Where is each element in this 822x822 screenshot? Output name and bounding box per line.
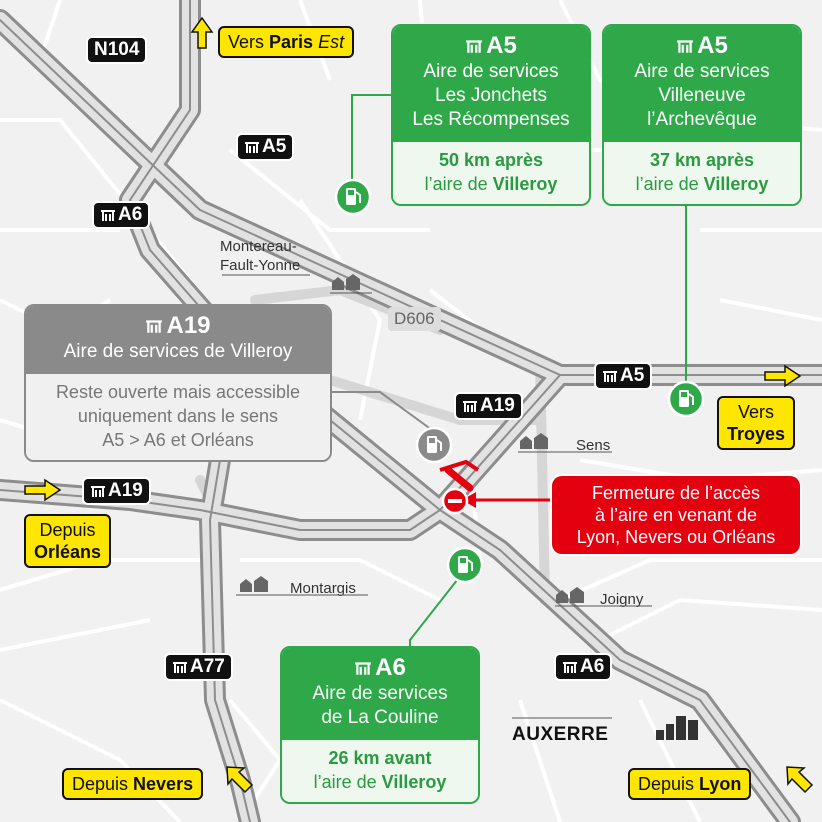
card-villeroy: A19 Aire de services de Villeroy Reste o…: [24, 304, 332, 462]
a5-shield-top: A5: [238, 135, 293, 159]
direction-troyes: Vers Troyes: [717, 396, 796, 450]
motorway-icon: [146, 320, 163, 333]
card-couline: A6 Aire de services de La Couline 26 km …: [280, 646, 480, 804]
paris-name: Paris: [269, 32, 314, 52]
town-sens: Sens: [576, 437, 611, 454]
motorway-icon: [677, 40, 694, 53]
villeneuve-ref: Villeroy: [703, 174, 769, 194]
jonchets-name-2: Les Jonchets: [435, 85, 547, 106]
direction-paris: Vers Paris Est: [218, 26, 355, 58]
closure-callout: Fermeture de l’accès à l’aire en venant …: [552, 476, 800, 554]
jonchets-name-1: Aire de services: [423, 61, 559, 82]
a6-shield-bottom: A6: [556, 655, 611, 679]
city-auxerre: AUXERRE: [512, 724, 609, 745]
a5-right-label: A5: [620, 365, 645, 386]
motorway-icon: [466, 40, 483, 53]
troyes-name: Troyes: [727, 424, 786, 444]
motorway-icon: [245, 142, 259, 153]
couline-road: A6: [375, 654, 406, 681]
villeneuve-name-2: Villeneuve: [658, 85, 746, 106]
couline-name-2: de La Couline: [321, 707, 439, 728]
town-montereau-1: Montereau-: [220, 238, 297, 255]
villeneuve-name-3: l’Archevêque: [647, 109, 757, 130]
couline-name-1: Aire de services: [312, 683, 448, 704]
villeroy-info-1: Reste ouverte mais accessible: [55, 382, 301, 402]
villeroy-info-2: uniquement dans le sens: [77, 406, 279, 426]
motorway-icon: [101, 210, 115, 221]
fuel-station-icon: [334, 178, 372, 216]
motorway-icon: [563, 662, 577, 673]
a77-shield: A77: [166, 655, 231, 679]
villeroy-info-3: A5 > A6 et Orléans: [102, 430, 254, 450]
fuel-station-icon: [446, 546, 484, 584]
villeneuve-name-1: Aire de services: [634, 61, 770, 82]
motorway-icon: [355, 662, 372, 675]
town-montereau-2: Fault-Yonne: [220, 257, 301, 274]
fuel-station-icon: [415, 426, 453, 464]
villeroy-road: A19: [166, 312, 211, 339]
villeneuve-distance: 37 km après: [649, 150, 755, 170]
a19-shield-center: A19: [456, 394, 521, 418]
jonchets-road: A5: [486, 32, 517, 59]
nevers-name: Nevers: [133, 774, 194, 794]
direction-lyon: Depuis Lyon: [628, 768, 752, 800]
lyon-name: Lyon: [699, 774, 742, 794]
troyes-prefix: Vers: [738, 402, 775, 422]
a6-bottom-label: A6: [580, 656, 605, 677]
card-jonchets: A5 Aire de services Les Jonchets Les Réc…: [391, 24, 591, 206]
jonchets-name-3: Les Récompenses: [412, 109, 570, 130]
town-montargis: Montargis: [290, 580, 356, 597]
couline-ref: Villeroy: [381, 772, 447, 792]
a6-shield-left: A6: [94, 203, 149, 227]
town-joigny: Joigny: [600, 591, 644, 608]
paris-suffix: Est: [313, 32, 345, 52]
n104-shield: N104: [88, 38, 146, 62]
lyon-prefix: Depuis: [638, 774, 700, 794]
a5-top-label: A5: [262, 136, 287, 157]
a5-shield-right: A5: [596, 364, 651, 388]
couline-distance: 26 km avant: [328, 748, 432, 768]
a77-label: A77: [190, 656, 225, 677]
motorway-icon: [463, 401, 477, 412]
fuel-station-icon: [667, 380, 705, 418]
n104-label: N104: [94, 39, 140, 60]
motorway-icon: [173, 662, 187, 673]
a19-center-label: A19: [480, 395, 515, 416]
jonchets-distance: 50 km après: [438, 150, 544, 170]
orleans-name: Orléans: [34, 542, 102, 562]
closure-line-1: Fermeture de l’accès: [591, 483, 761, 503]
jonchets-ref: Villeroy: [492, 174, 558, 194]
villeneuve-road: A5: [697, 32, 728, 59]
direction-nevers: Depuis Nevers: [62, 768, 204, 800]
d606-label: D606: [388, 307, 441, 331]
villeroy-name: Aire de services de Villeroy: [63, 341, 293, 362]
paris-prefix: Vers: [228, 32, 270, 52]
closure-line-3: Lyon, Nevers ou Orléans: [576, 527, 776, 547]
no-entry-icon: [441, 487, 469, 515]
couline-ref-prefix: l’aire de: [313, 772, 382, 792]
a19-shield-left: A19: [84, 479, 149, 503]
nevers-prefix: Depuis: [72, 774, 134, 794]
motorway-icon: [91, 486, 105, 497]
orleans-prefix: Depuis: [39, 520, 96, 540]
a6-left-label: A6: [118, 204, 143, 225]
jonchets-ref-prefix: l’aire de: [424, 174, 493, 194]
direction-arrows: [24, 16, 814, 794]
closure-line-2: à l’aire en venant de: [594, 505, 758, 525]
motorway-icon: [603, 371, 617, 382]
direction-orleans: Depuis Orléans: [24, 514, 112, 568]
a19-left-label: A19: [108, 480, 143, 501]
card-villeneuve: A5 Aire de services Villeneuve l’Archevê…: [602, 24, 802, 206]
villeneuve-ref-prefix: l’aire de: [635, 174, 704, 194]
